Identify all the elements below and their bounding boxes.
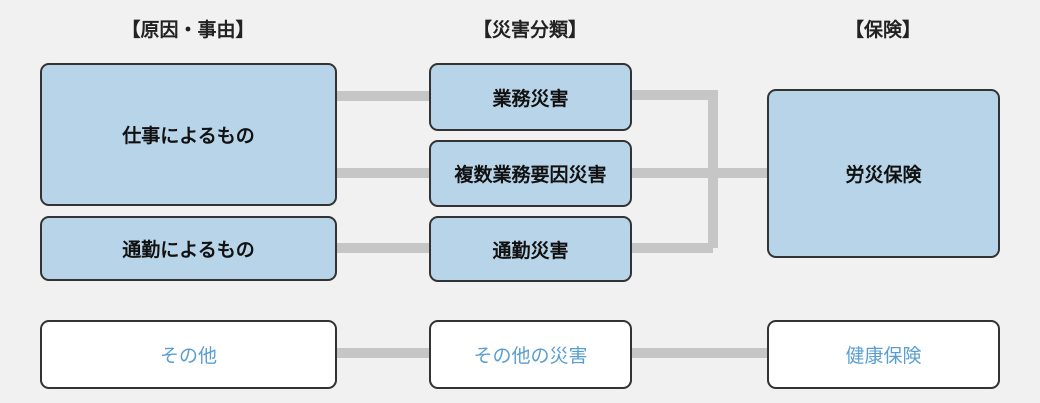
cause-work-label: 仕事によるもの — [122, 125, 255, 147]
cause-work: 仕事によるもの — [40, 63, 337, 206]
cause-other-label: その他 — [159, 345, 217, 367]
insurance-workers-comp-label: 労災保険 — [845, 164, 922, 186]
header-insurance: 【保険】 — [844, 19, 921, 41]
connector-work-accident-to-trunk — [632, 90, 718, 248]
class-commute-accident: 通勤災害 — [429, 216, 632, 282]
class-commute-accident-label: 通勤災害 — [492, 239, 569, 262]
class-other-accident: その他の災害 — [429, 320, 632, 389]
insurance-health-label: 健康保険 — [845, 345, 922, 367]
header-cause: 【原因・事由】 — [121, 19, 255, 41]
header-classification: 【災害分類】 — [472, 19, 587, 41]
class-multi-work-accident: 複数業務要因災害 — [429, 140, 632, 207]
class-work-accident: 業務災害 — [429, 63, 632, 131]
class-other-accident-label: その他の災害 — [473, 345, 588, 367]
insurance-health: 健康保険 — [767, 320, 1000, 389]
cause-other: その他 — [40, 320, 337, 389]
class-multi-work-accident-label: 複数業務要因災害 — [454, 164, 607, 186]
cause-commute: 通勤によるもの — [40, 216, 337, 281]
insurance-workers-comp: 労災保険 — [767, 89, 1000, 258]
cause-commute-label: 通勤によるもの — [122, 239, 255, 261]
class-work-accident-label: 業務災害 — [492, 87, 569, 110]
